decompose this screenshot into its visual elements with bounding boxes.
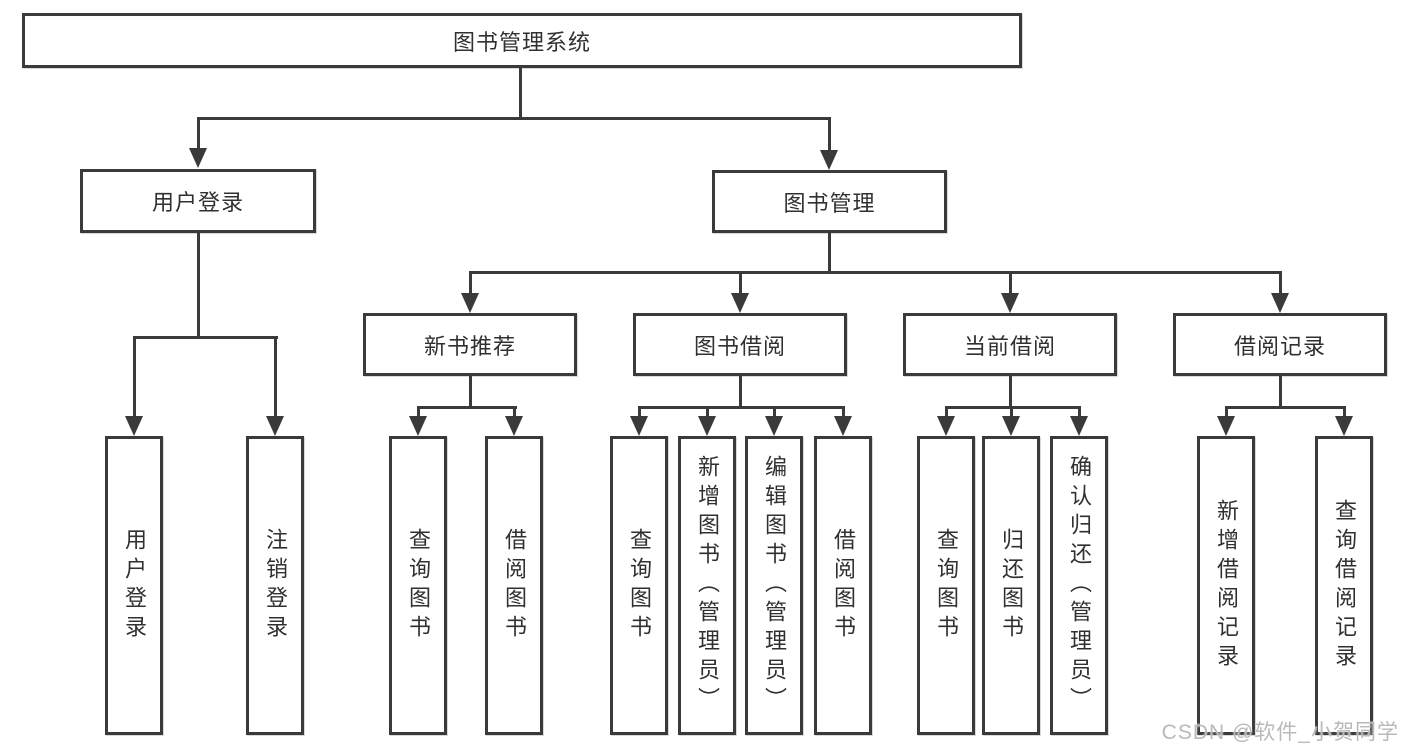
connector-line: [828, 233, 831, 273]
leaf-query-book-recommend: 查询图书: [389, 436, 447, 735]
connector-line: [1343, 406, 1346, 418]
connector-line: [638, 406, 845, 409]
connector-line: [773, 406, 776, 418]
connector-line: [197, 117, 200, 149]
connector-line: [1279, 271, 1282, 295]
node-library-management-system: 图书管理系统: [22, 13, 1022, 68]
leaf-query-book-borrow: 查询图书: [610, 436, 668, 735]
connector-line: [513, 406, 516, 418]
leaf-label: 借阅图书: [831, 527, 856, 644]
arrow-down: [834, 416, 852, 436]
node-new-book-recommend: 新书推荐: [363, 313, 577, 376]
arrow-down: [1335, 416, 1353, 436]
node-current-borrowing: 当前借阅: [903, 313, 1117, 376]
arrow-down: [630, 416, 648, 436]
arrow-down: [1271, 293, 1289, 313]
leaf-user-login: 用户登录: [105, 436, 163, 735]
leaf-label: 用户登录: [122, 527, 147, 644]
leaf-label: 编辑图书（管理员）: [762, 455, 787, 716]
leaf-label: 查询图书: [627, 527, 652, 644]
connector-line: [1010, 406, 1013, 418]
connector-line: [1225, 406, 1228, 418]
arrow-down: [266, 416, 284, 436]
arrow-down: [189, 148, 207, 168]
connector-line: [1225, 406, 1346, 409]
node-user-login: 用户登录: [80, 169, 316, 233]
connector-line: [1279, 375, 1282, 408]
connector-line: [945, 406, 948, 418]
leaf-query-borrow-record: 查询借阅记录: [1315, 436, 1373, 735]
csdn-watermark: CSDN @软件_小贺同学: [1161, 721, 1399, 744]
connector-line: [469, 271, 472, 295]
leaf-label: 新增借阅记录: [1214, 498, 1239, 673]
leaf-label: 查询图书: [406, 527, 431, 644]
leaf-label: 新增图书（管理员）: [695, 455, 720, 716]
leaf-borrow-book-recommend: 借阅图书: [485, 436, 543, 735]
node-borrowing-records: 借阅记录: [1173, 313, 1387, 376]
connector-line: [945, 406, 1081, 409]
leaf-label: 确认归还（管理员）: [1067, 455, 1092, 716]
connector-line: [469, 271, 1282, 274]
connector-line: [1009, 271, 1012, 295]
leaf-label: 归还图书: [999, 527, 1024, 644]
connector-line: [197, 232, 200, 338]
leaf-label: 借阅图书: [502, 527, 527, 644]
arrow-down: [409, 416, 427, 436]
connector-line: [133, 336, 278, 339]
arrow-down: [731, 293, 749, 313]
arrow-down: [698, 416, 716, 436]
leaf-label: 注销登录: [263, 527, 288, 644]
arrow-down: [1070, 416, 1088, 436]
leaf-logout: 注销登录: [246, 436, 304, 735]
arrow-down: [1217, 416, 1235, 436]
connector-line: [469, 375, 472, 408]
leaf-edit-book-admin: 编辑图书（管理员）: [745, 436, 803, 735]
connector-line: [133, 336, 136, 418]
arrow-down: [461, 293, 479, 313]
arrow-down: [820, 150, 838, 170]
connector-line: [417, 406, 420, 418]
arrow-down: [765, 416, 783, 436]
node-book-borrowing: 图书借阅: [633, 313, 847, 376]
leaf-label: 查询借阅记录: [1332, 498, 1357, 673]
connector-line: [519, 68, 522, 118]
arrow-down: [505, 416, 523, 436]
arrow-down: [1002, 416, 1020, 436]
connector-line: [828, 117, 831, 151]
connector-line: [197, 117, 831, 120]
connector-line: [739, 375, 742, 408]
leaf-add-borrow-record: 新增借阅记录: [1197, 436, 1255, 735]
leaf-return-book: 归还图书: [982, 436, 1040, 735]
connector-line: [274, 336, 277, 418]
connector-line: [638, 406, 641, 418]
connector-line: [1078, 406, 1081, 418]
connector-line: [1009, 375, 1012, 408]
leaf-add-book-admin: 新增图书（管理员）: [678, 436, 736, 735]
connector-line: [706, 406, 709, 418]
node-book-management: 图书管理: [712, 170, 947, 233]
connector-line: [739, 271, 742, 295]
connector-line: [842, 406, 845, 418]
arrow-down: [937, 416, 955, 436]
arrow-down: [125, 416, 143, 436]
arrow-down: [1001, 293, 1019, 313]
leaf-label: 查询图书: [934, 527, 959, 644]
connector-line: [417, 406, 517, 409]
leaf-borrow-book: 借阅图书: [814, 436, 872, 735]
leaf-confirm-return-admin: 确认归还（管理员）: [1050, 436, 1108, 735]
leaf-query-book-current: 查询图书: [917, 436, 975, 735]
